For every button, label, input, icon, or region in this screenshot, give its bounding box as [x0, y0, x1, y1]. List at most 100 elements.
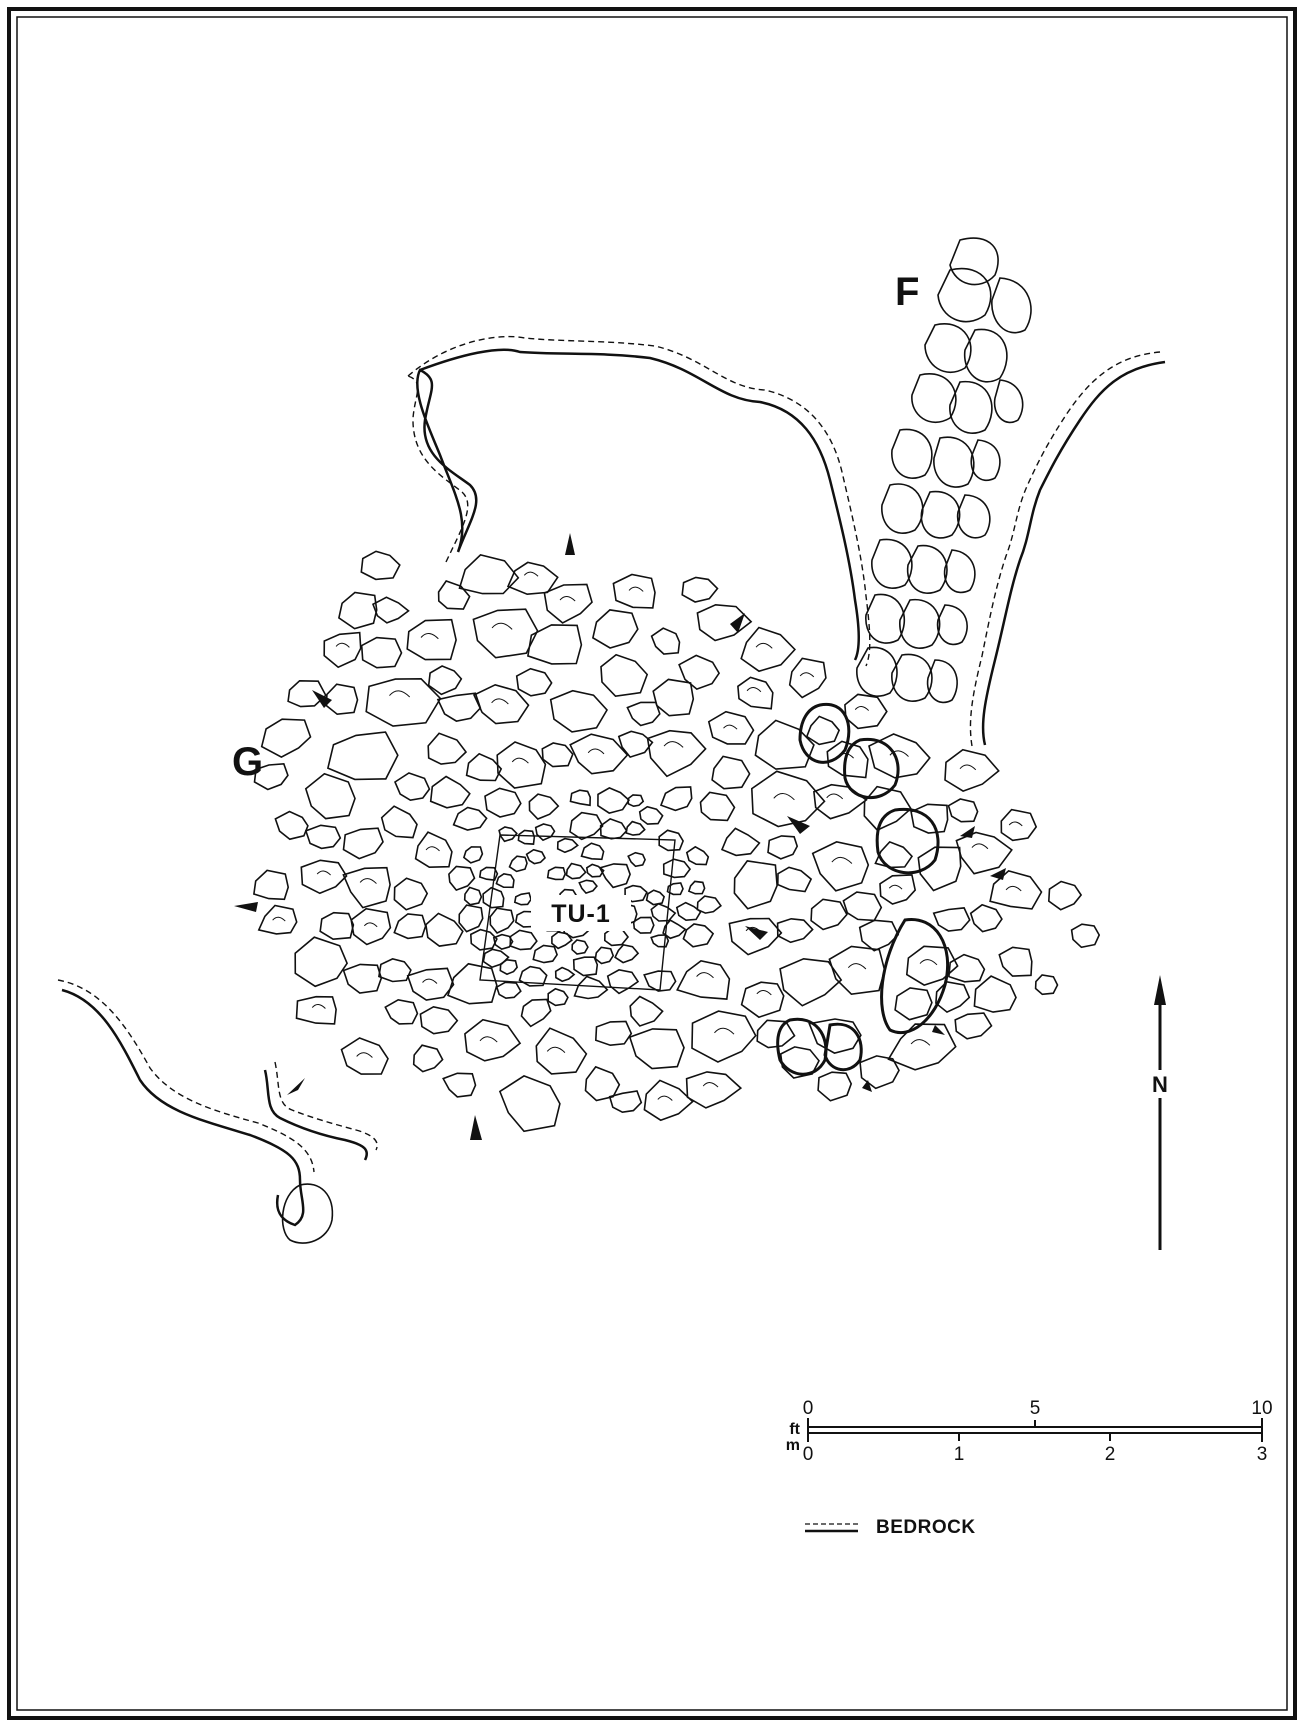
rock: [464, 1018, 522, 1062]
rock: [448, 865, 476, 892]
feature-g-rocks: [253, 550, 1101, 1244]
rock: [406, 967, 455, 1001]
rock: [495, 872, 515, 889]
rock-detail: [389, 690, 411, 698]
rock-detail: [657, 1095, 673, 1101]
rock-detail: [889, 750, 909, 757]
rock: [887, 1023, 957, 1071]
rock: [643, 970, 677, 992]
rock: [342, 827, 384, 860]
rock: [569, 811, 604, 841]
rock: [472, 608, 539, 659]
rock: [569, 789, 592, 807]
test-unit-label: TU-1: [551, 900, 611, 928]
rock: [659, 786, 693, 812]
rock: [360, 550, 401, 581]
rock: [594, 1020, 633, 1047]
rock: [506, 561, 559, 596]
rock-detail: [746, 687, 762, 693]
rock: [528, 793, 560, 820]
rock: [707, 710, 755, 745]
rock: [304, 824, 342, 850]
rock: [513, 892, 532, 906]
rock-detail: [420, 632, 439, 640]
rock: [326, 731, 399, 781]
rock: [973, 975, 1017, 1013]
rock: [733, 860, 778, 910]
scale-unit-ft: ft: [789, 1421, 800, 1438]
rock-detail: [363, 922, 378, 928]
rock-detail: [491, 622, 513, 630]
rock: [414, 831, 453, 869]
scale-ft-tick-0: 0: [803, 1398, 814, 1419]
rock: [687, 880, 706, 895]
scale-ft-tick-5: 5: [1030, 1398, 1041, 1419]
rock: [614, 944, 640, 964]
rock: [541, 742, 574, 768]
rock: [406, 618, 457, 661]
rock: [599, 818, 628, 840]
rock: [594, 946, 615, 965]
rock: [935, 981, 971, 1014]
rock: [591, 609, 639, 649]
rock: [342, 963, 383, 994]
feature-f-label: F: [895, 270, 919, 314]
rock: [342, 866, 391, 909]
rock-detail: [311, 1004, 326, 1009]
rock: [526, 624, 583, 665]
rock: [260, 718, 312, 759]
rock-detail: [546, 1046, 566, 1053]
rock: [489, 907, 515, 934]
rock: [393, 877, 429, 911]
rock: [810, 898, 848, 931]
north-arrow-label: N: [1152, 1072, 1168, 1097]
rock: [442, 1072, 477, 1098]
rock-detail: [847, 963, 867, 970]
rock: [626, 701, 661, 727]
rock: [652, 678, 695, 717]
inner-border: [16, 16, 1288, 1711]
rock: [1047, 880, 1083, 911]
rock: [380, 805, 418, 839]
rock: [300, 859, 348, 895]
rock-detail: [919, 959, 938, 966]
rock: [509, 929, 538, 951]
rock: [472, 683, 530, 725]
rock-detail: [422, 978, 438, 984]
rock: [767, 835, 799, 860]
rock: [447, 962, 498, 1005]
scale-ft-tick-10: 10: [1251, 1398, 1272, 1419]
rock-detail: [723, 724, 738, 730]
rock: [600, 653, 649, 698]
rock: [645, 889, 666, 906]
rock-detail: [702, 1082, 719, 1088]
rock: [874, 840, 914, 869]
rock: [1034, 974, 1059, 996]
rock-detail: [628, 586, 644, 592]
rock: [629, 995, 664, 1027]
rock-detail: [888, 884, 903, 890]
rock: [469, 928, 498, 951]
rock: [643, 1079, 694, 1122]
rock: [578, 879, 598, 895]
rock: [465, 752, 503, 782]
rock-detail: [971, 843, 989, 850]
rock: [495, 981, 522, 1000]
rock: [646, 729, 707, 778]
rock: [740, 626, 797, 673]
bedrock-line-east: [981, 360, 1166, 746]
rock: [608, 1090, 643, 1114]
rock: [944, 748, 1000, 792]
rock: [612, 573, 656, 609]
rock: [482, 948, 510, 969]
rock: [585, 863, 605, 878]
rock-detail: [1008, 821, 1023, 827]
rock: [482, 886, 505, 909]
rock: [580, 842, 605, 861]
rock: [437, 580, 471, 610]
rock: [675, 901, 702, 922]
rock: [859, 1055, 900, 1090]
feature-g-label: G: [232, 740, 263, 784]
rock-detail: [756, 989, 772, 996]
